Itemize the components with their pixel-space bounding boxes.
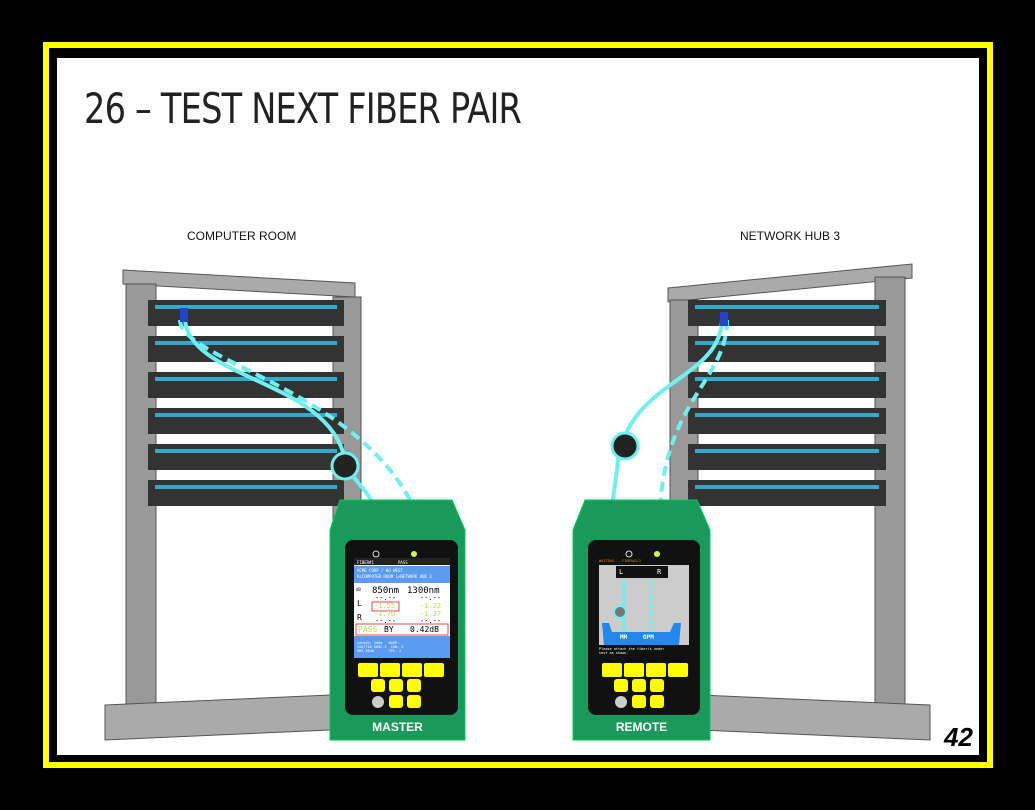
master-header-status: PASS xyxy=(398,560,408,565)
master-job-line2: RcCOMPUTER ROOM 1>NETWORK HUB 3 xyxy=(357,574,432,579)
master-r-850: -1.70 xyxy=(374,610,396,618)
master-dash-3: --.-- xyxy=(375,617,397,625)
remote-btn-source[interactable]: SOURCE xyxy=(670,659,683,663)
page-number: 42 xyxy=(944,722,973,752)
master-l-1300: -1.22 xyxy=(420,602,442,610)
master-unit: dB xyxy=(356,587,361,592)
master-r-1300: -1.37 xyxy=(420,610,442,618)
slide xyxy=(57,58,979,755)
master-info: Length: 100m WAVE: ISO/TIA 568C.3 CON: 2… xyxy=(357,641,404,653)
master-label: MASTER xyxy=(372,720,423,734)
master-btn-save[interactable]: SAVE xyxy=(426,659,435,663)
master-result-pass: PASS xyxy=(358,625,378,634)
remote-btn-exit[interactable]: EXIT xyxy=(626,659,635,663)
remote-port-r: R xyxy=(657,568,662,576)
master-result-margin: 0.42dB xyxy=(410,625,439,634)
master-wl2: 1300nm xyxy=(407,586,440,596)
master-l-850: -1.55 xyxy=(374,602,396,610)
fiber-cables xyxy=(178,319,729,511)
right-location-label: NETWORK HUB 3 xyxy=(740,229,841,243)
remote-mm: MM xyxy=(620,634,628,641)
remote-opm: OPM xyxy=(643,634,654,641)
master-wl1: 850nm xyxy=(372,586,400,596)
master-header-left: FIBER#1 xyxy=(357,560,374,565)
remote-status: WAITING... FIBER#1/2 xyxy=(599,559,642,563)
master-dash-1: --.-- xyxy=(375,594,397,602)
master-btn-test[interactable]: TEST xyxy=(360,659,369,663)
master-dash-4: --.-- xyxy=(420,617,442,625)
remote-instruction: Please attach the fiber/s under test as … xyxy=(599,647,665,655)
fiber-mandrel-left xyxy=(330,451,360,481)
fiber-mandrel-right xyxy=(610,431,640,461)
page-title: 26 – TEST NEXT FIBER PAIR xyxy=(84,84,522,133)
master-btn-zero[interactable]: ZERO xyxy=(382,659,391,663)
master-row-r: R xyxy=(357,613,362,622)
right-rack xyxy=(667,263,931,741)
remote-label: REMOTE xyxy=(615,720,668,734)
master-device xyxy=(329,499,466,741)
remote-btn-test[interactable]: TEST xyxy=(604,659,613,663)
left-location-label: COMPUTER ROOM xyxy=(187,229,297,243)
left-rack xyxy=(104,269,362,741)
remote-port-l: L xyxy=(619,568,624,576)
remote-device xyxy=(572,499,711,741)
master-result-by: BY xyxy=(384,625,394,634)
remote-btn-menu[interactable]: MENU xyxy=(648,659,657,663)
master-job-line1: ACME CORP / HQ WEST xyxy=(357,568,403,573)
master-btn-units[interactable]: UNITS xyxy=(404,659,415,663)
master-dash-2: --.-- xyxy=(420,594,442,602)
master-row-l: L xyxy=(357,599,362,608)
